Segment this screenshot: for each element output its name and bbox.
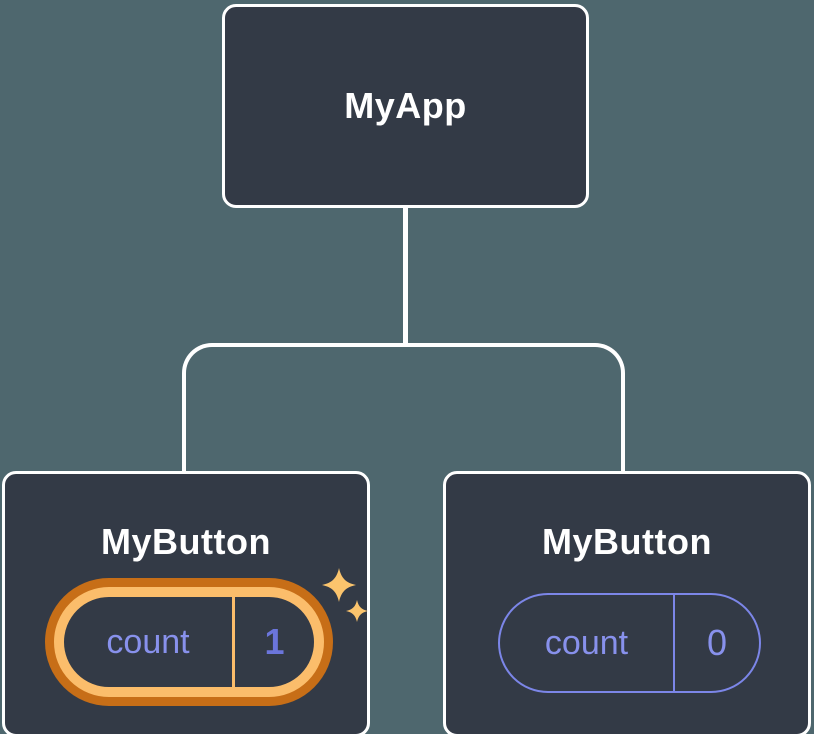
state-pill-label-cell: count [500,595,673,691]
state-pill-inactive: count 0 [498,593,761,693]
pill-divider [673,595,675,691]
app-node: MyApp [222,4,589,208]
button-node-active-label: MyButton [101,521,271,562]
app-node-label: MyApp [344,85,467,126]
button-node-inactive-label: MyButton [542,521,712,562]
connector-bracket [182,343,625,483]
state-label: count [106,622,190,661]
state-pill-value-cell: 0 [675,595,759,691]
state-pill-label-cell: count [64,597,232,687]
pill-divider [232,597,235,687]
state-label: count [544,623,629,662]
button-node-active: MyButton count 1 [2,471,370,734]
sparkles-icon [322,568,369,623]
state-value: 0 [706,622,728,663]
button-node-inactive: MyButton count 0 [443,471,811,734]
state-pill-value-cell: 1 [235,597,314,687]
state-pill-active: count 1 [54,587,324,697]
connector-stem [403,205,408,347]
state-value: 1 [264,621,285,662]
